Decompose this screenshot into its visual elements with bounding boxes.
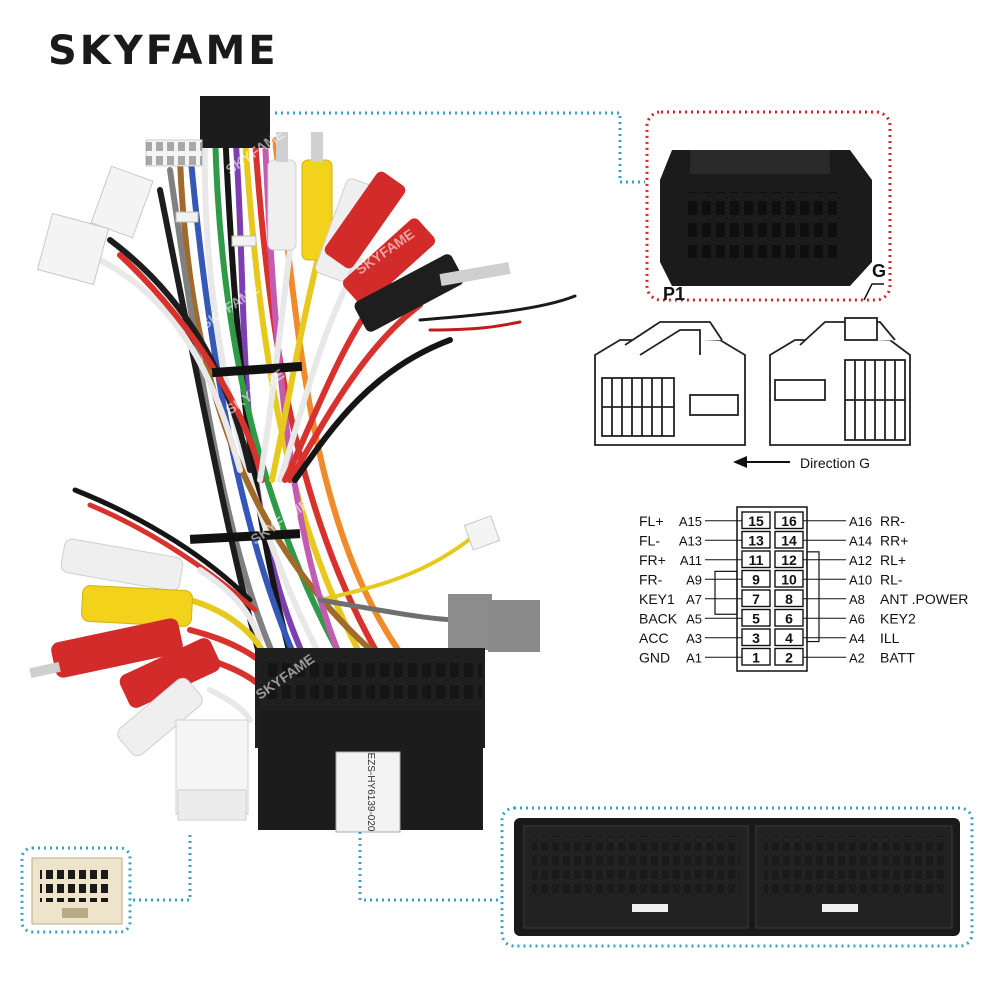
pin-number: 16 <box>781 513 797 529</box>
pinout-latch <box>714 570 738 615</box>
pinout-latch <box>806 551 820 643</box>
pin-number: 15 <box>748 513 764 529</box>
pin-code: A16 <box>849 514 872 529</box>
p1-connector-callout: P1 G <box>275 110 892 304</box>
pin-number: 6 <box>785 610 793 626</box>
pin-code: A8 <box>849 592 865 607</box>
pin-number: 2 <box>785 649 793 665</box>
pin-signal-name: GND <box>639 649 670 665</box>
pin-number: 3 <box>752 630 760 646</box>
pin-number: 14 <box>781 532 797 548</box>
pinout-table: 15A15FL+13A13FL-11A11FR+9A9FR-7A7KEY15A5… <box>639 506 968 672</box>
pin-signal-name: ACC <box>639 630 669 646</box>
pin-code: A15 <box>679 514 702 529</box>
pin-number: 12 <box>781 552 797 568</box>
pin-number: 5 <box>752 610 760 626</box>
pin-signal-name: FL- <box>639 532 660 548</box>
pin-code: A6 <box>849 611 865 626</box>
p1-label: P1 <box>663 284 685 304</box>
pin-signal-name: RL+ <box>880 552 906 568</box>
pin-number: 4 <box>785 630 793 646</box>
small-connector-callout <box>20 835 192 934</box>
pin-number: 11 <box>749 552 764 568</box>
pin-number: 13 <box>748 532 764 548</box>
pin-code: A7 <box>686 592 702 607</box>
direction-label: Direction G <box>800 455 870 471</box>
pin-signal-name: RL- <box>880 571 903 587</box>
pin-code: A10 <box>849 572 872 587</box>
harness-label: EZS-HY6139-020 <box>365 753 376 832</box>
pin-code: A9 <box>686 572 702 587</box>
pin-code: A5 <box>686 611 702 626</box>
pin-code: A2 <box>849 650 865 665</box>
pin-code: A13 <box>679 533 702 548</box>
pin-code: A11 <box>680 553 702 568</box>
pin-signal-name: KEY1 <box>639 591 675 607</box>
brand-logo: SKYFAME <box>48 28 279 74</box>
pin-number: 10 <box>781 571 797 587</box>
pin-signal-name: ILL <box>880 630 900 646</box>
direction-indicator: Direction G <box>733 455 870 471</box>
pin-number: 7 <box>752 591 760 607</box>
pin-signal-name: FL+ <box>639 513 664 529</box>
pin-signal-name: BATT <box>880 649 915 665</box>
pin-code: A1 <box>686 650 702 665</box>
pin-signal-name: FR+ <box>639 552 666 568</box>
pin-signal-name: FR- <box>639 571 663 587</box>
pin-number: 9 <box>752 571 760 587</box>
pin-signal-name: ANT .POWER <box>880 591 968 607</box>
main-connector-callout <box>358 806 974 948</box>
pin-code: A3 <box>686 631 702 646</box>
pin-signal-name: RR+ <box>880 532 908 548</box>
pin-signal-name: BACK <box>639 610 678 626</box>
pin-signal-name: RR- <box>880 513 905 529</box>
g-label: G <box>872 261 886 281</box>
pin-number: 8 <box>785 591 793 607</box>
pin-code: A12 <box>849 553 872 568</box>
pin-signal-name: KEY2 <box>880 610 916 626</box>
pin-code: A4 <box>849 631 865 646</box>
wiring-harness: EZS-HY6139-020 <box>29 96 577 833</box>
pin-number: 1 <box>752 649 760 665</box>
connector-line-views <box>594 317 911 446</box>
pin-code: A14 <box>849 533 872 548</box>
